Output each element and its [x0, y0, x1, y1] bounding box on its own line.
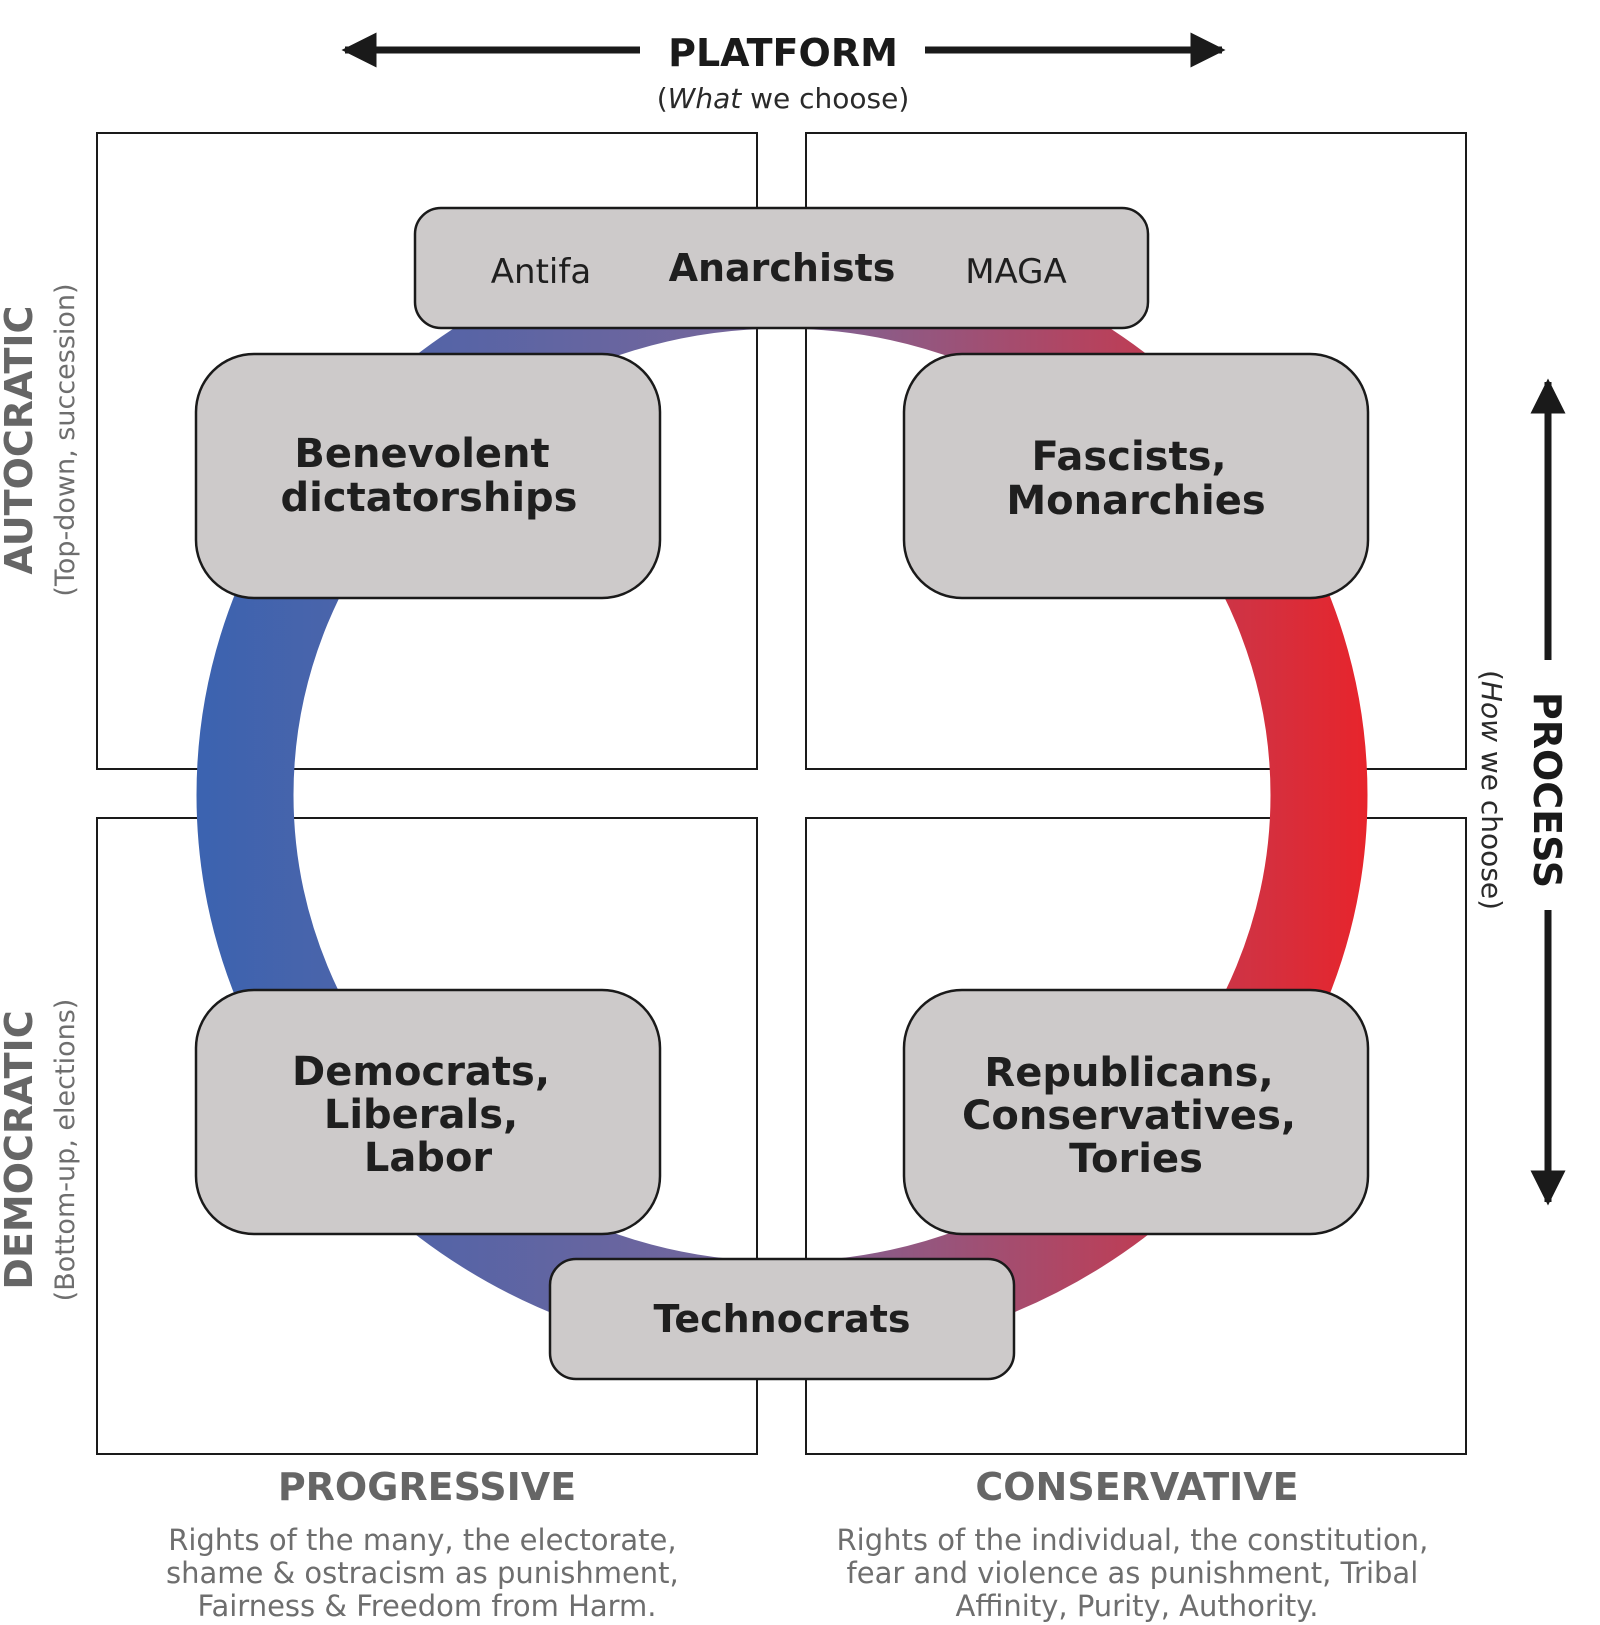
progressive-description: Rights of the many, the electorate, sham… — [166, 1523, 688, 1623]
node-anarchists-label: Anarchists — [669, 246, 896, 290]
democratic-subtitle: (Bottom-up, elections) — [50, 999, 81, 1302]
process-subtitle: (How we choose) — [1475, 670, 1508, 910]
node-republicans-box — [902, 988, 1370, 1236]
node-antifa-label: Antifa — [491, 252, 591, 292]
node-top-box — [413, 206, 1150, 330]
node-republicans-label: Republicans, Conservatives, Tories — [962, 1050, 1310, 1182]
node-benevolent-label: Benevolent dictatorships — [281, 431, 578, 521]
node-benevolent-box — [194, 352, 662, 600]
democratic-title: DEMOCRATIC — [0, 1010, 41, 1289]
progressive-title: PROGRESSIVE — [278, 1465, 576, 1509]
conservative-title: CONSERVATIVE — [975, 1465, 1298, 1509]
platform-title: PLATFORM — [668, 31, 898, 75]
node-technocrats-label: Technocrats — [653, 1297, 910, 1341]
conservative-description: Rights of the individual, the constituti… — [837, 1523, 1438, 1623]
node-maga-label: MAGA — [965, 252, 1067, 292]
node-fascists-label: Fascists, Monarchies — [1006, 434, 1265, 524]
autocratic-subtitle: (Top-down, succession) — [50, 283, 81, 596]
autocratic-title: AUTOCRATIC — [0, 306, 41, 575]
process-title: PROCESS — [1525, 692, 1569, 888]
platform-subtitle: (What we choose) — [657, 82, 910, 115]
node-fascists-box — [902, 352, 1370, 600]
node-democrats-label: Democrats, Liberals, Labor — [292, 1049, 564, 1181]
node-technocrats-box — [548, 1257, 1016, 1381]
node-democrats-box — [194, 988, 662, 1236]
